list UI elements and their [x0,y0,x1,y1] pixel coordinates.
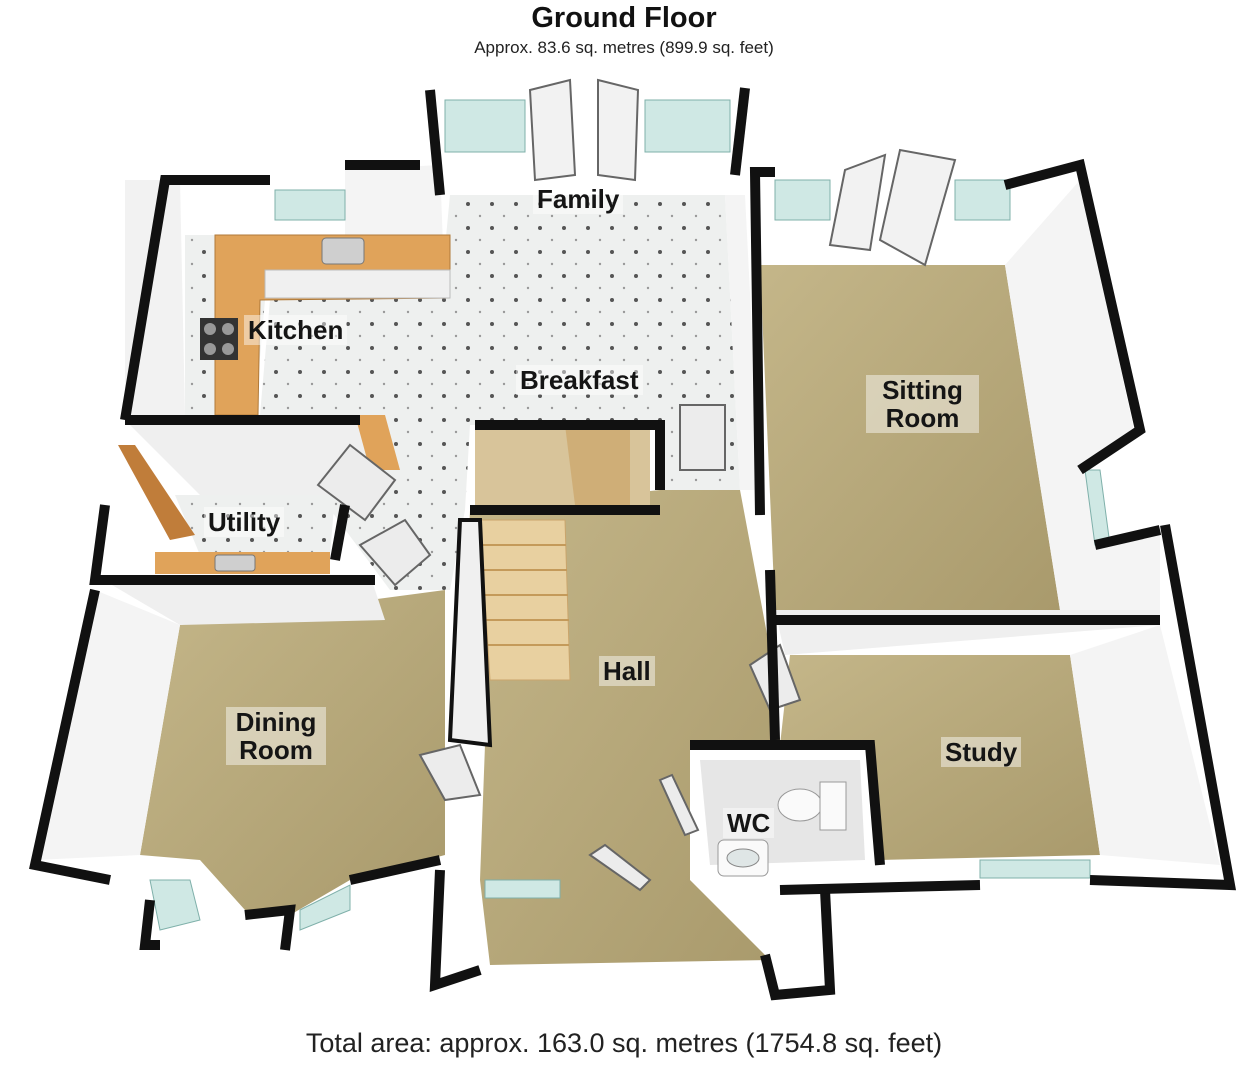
study-floor [780,655,1100,860]
utility-sink-icon [214,554,256,572]
wall-face [1070,625,1220,865]
room-label-study: Study [941,737,1022,767]
basin-icon [717,839,769,877]
room-label-sitting-room: Sitting Room [866,375,979,433]
room-label-dining-room: Dining Room [226,707,326,765]
room-label-family: Family [533,184,624,214]
wall-face [725,195,760,490]
stair-rail [565,425,630,505]
room-label-utility: Utility [204,507,285,537]
room-label-breakfast: Breakfast [516,365,643,395]
dining-room-floor [140,590,445,915]
toilet-icon [777,781,847,831]
total-area: Total area: approx. 163.0 sq. metres (17… [305,1028,943,1058]
internal-doors [316,404,802,892]
wall-face [1005,180,1160,610]
stair-treads [481,544,569,646]
family-french-doors [528,78,640,182]
sitting-room-floor [760,265,1060,610]
windows [149,99,1111,931]
wall-face [345,165,445,300]
kitchen-cupboards [264,269,451,299]
walls [29,87,1237,1001]
utility-floor [175,495,335,555]
wall-face [35,590,180,860]
worktop-return [355,415,400,470]
utility-door [118,445,195,540]
floor-title: Ground Floor [531,2,717,34]
sink-icon [321,237,365,265]
wall-face [95,575,385,625]
room-label-kitchen: Kitchen [244,315,348,345]
sitting-french-doors [828,148,957,267]
wall-face [125,420,370,495]
stair-side-wall [447,518,493,748]
hob-icon [200,318,238,360]
room-label-hall: Hall [599,656,655,686]
room-label-wc: WC [723,808,775,838]
floor-area: Approx. 83.6 sq. metres (899.9 sq. feet) [474,38,774,57]
